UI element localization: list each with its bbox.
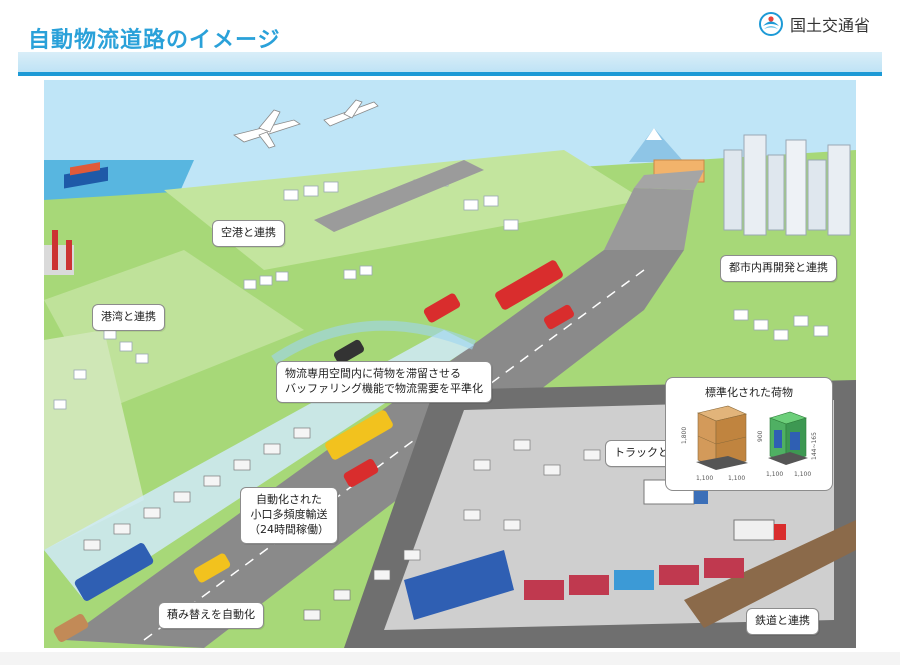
mountain bbox=[629, 128, 684, 162]
transfer-callout-text: 積み替えを自動化 bbox=[167, 608, 255, 621]
mlit-logo-icon bbox=[758, 12, 783, 36]
vehicles bbox=[53, 260, 575, 642]
automation-callout-line2: 小口多頻度輸送 bbox=[250, 507, 328, 521]
airplane-icon bbox=[233, 109, 301, 149]
buffering-callout-line1: 物流専用空間内に荷物を滞留させる bbox=[285, 367, 461, 380]
header-rule bbox=[18, 72, 882, 76]
automation-callout-line3: （24時間稼働） bbox=[249, 522, 329, 536]
transfer-callout: 積み替えを自動化 bbox=[158, 602, 264, 629]
airplane-icon bbox=[323, 99, 379, 127]
airport-callout-text: 空港と連携 bbox=[221, 226, 276, 239]
dim-height-left: 1,800 bbox=[681, 427, 688, 444]
dim-width-left-a: 1,100 bbox=[696, 475, 713, 482]
header-stripe bbox=[18, 52, 882, 72]
cargo-diagram: 1,800 1,100 1,100 900 144~165 1,100 1,10… bbox=[681, 405, 818, 482]
urban-callout: 都市内再開発と連携 bbox=[720, 255, 837, 282]
organization-name: 国土交通省 bbox=[789, 16, 870, 35]
city-scene bbox=[44, 80, 856, 648]
buffering-callout: 物流専用空間内に荷物を滞留させる バッファリング機能で物流需要を平準化 bbox=[276, 361, 492, 403]
dim-pallet-right: 144~165 bbox=[811, 432, 818, 460]
automation-callout: 自動化された 小口多頻度輸送 （24時間稼働） bbox=[240, 487, 338, 544]
train bbox=[404, 550, 514, 620]
urban-callout-text: 都市内再開発と連携 bbox=[729, 261, 828, 274]
automation-callout-line1: 自動化された bbox=[256, 493, 322, 506]
box-pallet-icon bbox=[696, 405, 748, 470]
buffering-callout-line2: バッファリング機能で物流需要を平準化 bbox=[285, 381, 483, 395]
rail-callout-text: 鉄道と連携 bbox=[755, 614, 810, 627]
logistics-road-illustration: 空港と連携 港湾と連携 都市内再開発と連携 物流専用空間内に荷物を滞留させる バ… bbox=[44, 80, 856, 648]
organization-brand: 国土交通省 bbox=[758, 10, 870, 38]
cage-pallet-icon bbox=[768, 411, 808, 465]
urban-skyline bbox=[723, 134, 851, 236]
standardized-cargo-panel: 標準化された荷物 1,800 1,100 1,100 bbox=[665, 377, 833, 491]
dim-width-right-a: 1,100 bbox=[766, 471, 783, 478]
expressway bbox=[64, 250, 684, 648]
port-area bbox=[44, 162, 108, 275]
containers bbox=[524, 558, 744, 600]
dim-height-right: 900 bbox=[757, 430, 764, 442]
port-callout: 港湾と連携 bbox=[92, 304, 165, 331]
rail-callout: 鉄道と連携 bbox=[746, 608, 819, 635]
runway bbox=[314, 160, 484, 232]
dim-width-right-b: 1,100 bbox=[794, 471, 811, 478]
page-title: 自動物流道路のイメージ bbox=[28, 28, 281, 53]
airport-callout: 空港と連携 bbox=[212, 220, 285, 247]
port-callout-text: 港湾と連携 bbox=[101, 310, 156, 323]
railway bbox=[684, 520, 856, 628]
cargo-panel-title: 標準化された荷物 bbox=[705, 386, 793, 399]
dim-width-left-b: 1,100 bbox=[728, 475, 745, 482]
footer-bar bbox=[0, 652, 900, 665]
cargo-pods bbox=[83, 427, 601, 621]
page-header: 自動物流道路のイメージ 国土交通省 bbox=[0, 0, 900, 78]
